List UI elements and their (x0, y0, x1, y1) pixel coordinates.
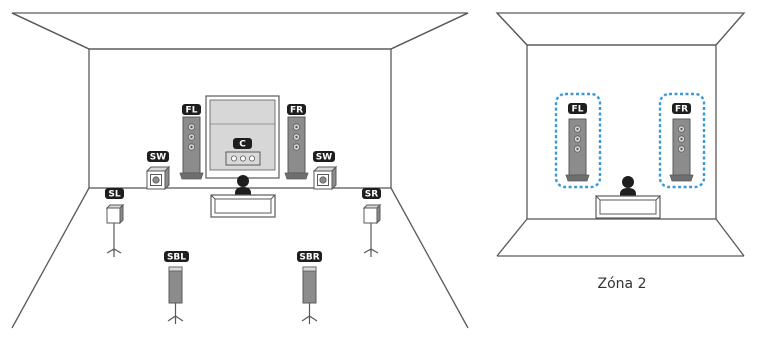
zone2-fl-highlight (554, 92, 602, 189)
zone2-room-walls (495, 12, 746, 257)
label-sw-left-text: SW (150, 153, 166, 163)
zone2-caption: Zóna 2 (598, 276, 647, 292)
center-speaker-icon (225, 151, 261, 166)
surround-left-speaker-icon (106, 204, 124, 258)
label-sbr-text: SBR (299, 253, 319, 263)
subwoofer-right-icon (313, 166, 337, 190)
zone2-fr-highlight (658, 92, 706, 189)
zone2-front-left-speaker-icon (565, 118, 590, 182)
surround-back-right-speaker-icon (301, 266, 318, 325)
label-sbl: SBL (164, 251, 189, 263)
label-sr: SR (362, 188, 381, 200)
label-sw-right-text: SW (316, 153, 332, 163)
listener-icon (210, 174, 276, 218)
front-left-speaker-icon (179, 116, 204, 180)
label-fr-text: FR (290, 106, 303, 116)
subwoofer-left-icon (146, 166, 170, 190)
zone2-front-right-speaker-icon (669, 118, 694, 182)
front-right-speaker-icon (284, 116, 309, 180)
label-fr: FR (287, 104, 306, 116)
label-sw-left: SW (147, 151, 169, 163)
zone2-label-fr-text: FR (675, 105, 688, 115)
label-sl: SL (105, 188, 124, 200)
label-sl-text: SL (108, 190, 120, 200)
label-sr-text: SR (365, 190, 378, 200)
label-fl-text: FL (186, 106, 198, 116)
label-sbr: SBR (297, 251, 322, 263)
zone2-label-fl: FL (568, 103, 587, 115)
zone2-room: FL FR Zóna 2 (495, 12, 746, 292)
tv-icon (205, 95, 280, 179)
zone2-label-fr: FR (672, 103, 691, 115)
surround-back-left-speaker-icon (167, 266, 184, 325)
label-sbl-text: SBL (167, 253, 186, 263)
label-c: C (233, 138, 252, 150)
label-fl: FL (182, 104, 201, 116)
main-room: FL FR C SW SW SL SR SBL (11, 12, 469, 329)
zone2-listener-icon (595, 175, 661, 219)
zone2-label-fl-text: FL (572, 105, 584, 115)
surround-right-speaker-icon (363, 204, 381, 258)
label-sw-right: SW (313, 151, 335, 163)
label-c-text: C (239, 140, 246, 150)
